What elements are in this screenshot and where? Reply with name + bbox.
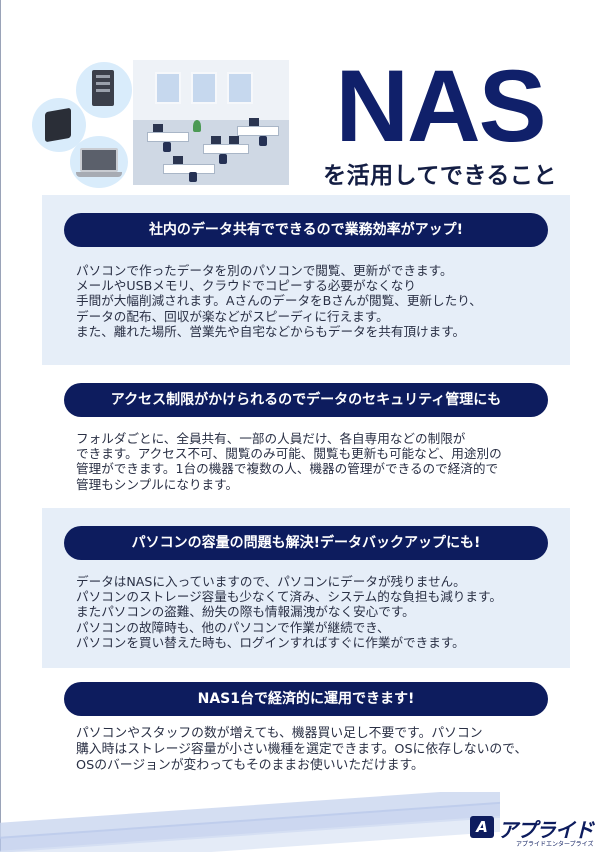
section-heading: 社内のデータ共有でできるので業務効率がアップ! xyxy=(64,213,548,247)
section-economical: NAS1台で経済的に運用できます! パソコンやスタッフの数が増えても、機器買い足… xyxy=(42,670,570,790)
section-heading: パソコンの容量の問題も解決!データバックアップにも! xyxy=(64,526,548,560)
server-tower-icon xyxy=(92,70,114,106)
page-edge-line xyxy=(0,0,1,852)
logo-mark: A xyxy=(470,816,494,838)
page-subtitle: を活用してできること xyxy=(323,163,557,189)
section-body: フォルダごとに、全員共有、一部の人員だけ、各自専用などの制限が できます。アクセ… xyxy=(76,431,502,492)
logo-tagline: アプライドエンタープライズ xyxy=(516,841,594,848)
section-body: パソコンやスタッフの数が増えても、機器買い足し不要です。パソコン 購入時はストレ… xyxy=(76,726,528,773)
office-illustration xyxy=(133,60,289,185)
company-logo: A アプライド アプライドエンタープライズ xyxy=(470,812,594,848)
section-heading: NAS1台で経済的に運用できます! xyxy=(64,682,548,716)
nas-box-icon xyxy=(45,107,71,143)
section-body: データはNASに入っていますので、パソコンにデータが残りません。 パソコンのスト… xyxy=(76,574,502,650)
page-title: NAS xyxy=(335,49,546,163)
section-heading: アクセス制限がかけられるのでデータのセキュリティ管理にも xyxy=(64,383,548,417)
section-data-sharing: 社内のデータ共有でできるので業務効率がアップ! パソコンで作ったデータを別のパソ… xyxy=(42,195,570,365)
section-access-control: アクセス制限がかけられるのでデータのセキュリティ管理にも フォルダごとに、全員共… xyxy=(42,365,570,505)
logo-name: アプライド xyxy=(498,818,594,842)
laptop-icon xyxy=(76,148,122,177)
section-body: パソコンで作ったデータを別のパソコンで閲覧、更新ができます。 メールやUSBメモ… xyxy=(76,263,482,339)
section-backup: パソコンの容量の問題も解決!データバックアップにも! データはNASに入っていま… xyxy=(42,508,570,668)
device-icons xyxy=(30,60,132,190)
